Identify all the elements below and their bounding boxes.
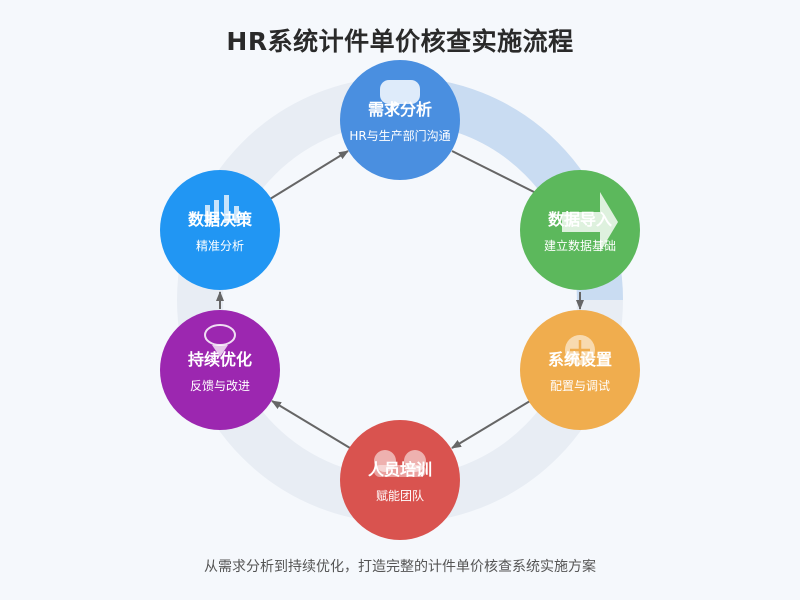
step-title: 系统设置 bbox=[548, 350, 612, 369]
step-circle bbox=[160, 170, 280, 290]
step-title: 数据导入 bbox=[548, 210, 612, 229]
step-circle bbox=[340, 420, 460, 540]
step-subtitle: 建立数据基础 bbox=[544, 238, 616, 253]
arrow-step1-to-step2 bbox=[451, 150, 549, 200]
chat-bubble-icon bbox=[380, 80, 420, 112]
step-node-requirements[interactable]: 需求分析 HR与生产部门沟通 bbox=[340, 60, 460, 180]
step-node-system-setup[interactable]: 系统设置 配置与调试 bbox=[520, 310, 640, 430]
step-subtitle: HR与生产部门沟通 bbox=[349, 128, 450, 143]
step-subtitle: 配置与调试 bbox=[550, 378, 610, 393]
bar-chart-icon bbox=[205, 195, 239, 223]
step-subtitle: 精准分析 bbox=[196, 239, 244, 253]
lightbulb-icon bbox=[204, 324, 236, 357]
arrow-step6-to-step1 bbox=[269, 150, 349, 200]
step-node-data-decision[interactable]: 数据决策 精准分析 bbox=[160, 170, 280, 290]
plus-circle-icon bbox=[565, 335, 595, 365]
step-subtitle: 反馈与改进 bbox=[190, 379, 250, 393]
step-node-optimization[interactable]: 持续优化 反馈与改进 bbox=[160, 310, 280, 430]
step-circle bbox=[520, 310, 640, 430]
arrow-step4-to-step5 bbox=[271, 400, 351, 449]
step-title: 人员培训 bbox=[368, 460, 432, 479]
people-icon bbox=[374, 450, 426, 477]
step-circle bbox=[160, 310, 280, 430]
step-title: 需求分析 bbox=[368, 100, 432, 119]
arrow-step3-to-step4 bbox=[451, 400, 531, 449]
step-subtitle: 赋能团队 bbox=[376, 488, 424, 503]
connector-arrows bbox=[216, 150, 584, 449]
step-node-data-import[interactable]: 数据导入 建立数据基础 bbox=[520, 170, 640, 290]
page-title: HR系统计件单价核查实施流程 bbox=[226, 27, 574, 56]
caption: 从需求分析到持续优化，打造完整的计件单价核查系统实施方案 bbox=[204, 559, 596, 575]
step-title: 持续优化 bbox=[188, 350, 252, 369]
step-title: 数据决策 bbox=[188, 210, 253, 229]
arrow-right-icon bbox=[562, 192, 618, 252]
step-node-training[interactable]: 人员培训 赋能团队 bbox=[340, 420, 460, 540]
step-circle bbox=[340, 60, 460, 180]
